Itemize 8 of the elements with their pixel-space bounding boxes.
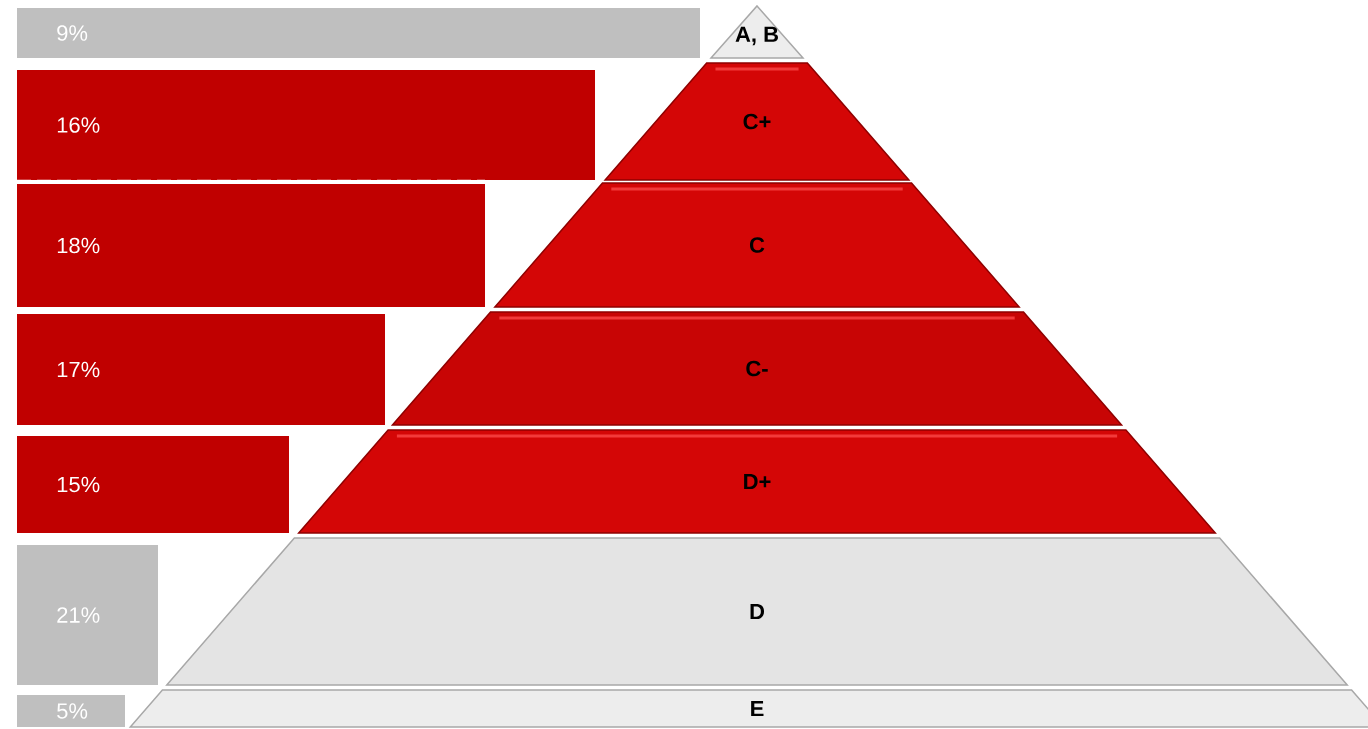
percentage-bar: 9% (17, 8, 700, 58)
pyramid-layer: D+ (297, 429, 1217, 534)
percentage-bar: 5% (17, 695, 125, 727)
percentage-bar: 16% (17, 70, 595, 180)
percentage-bar: 17% (17, 314, 385, 425)
percentage-bar: 18% (17, 184, 485, 307)
percentage-bar: 15% (17, 436, 289, 533)
percentage-bar: 21% (17, 545, 158, 685)
